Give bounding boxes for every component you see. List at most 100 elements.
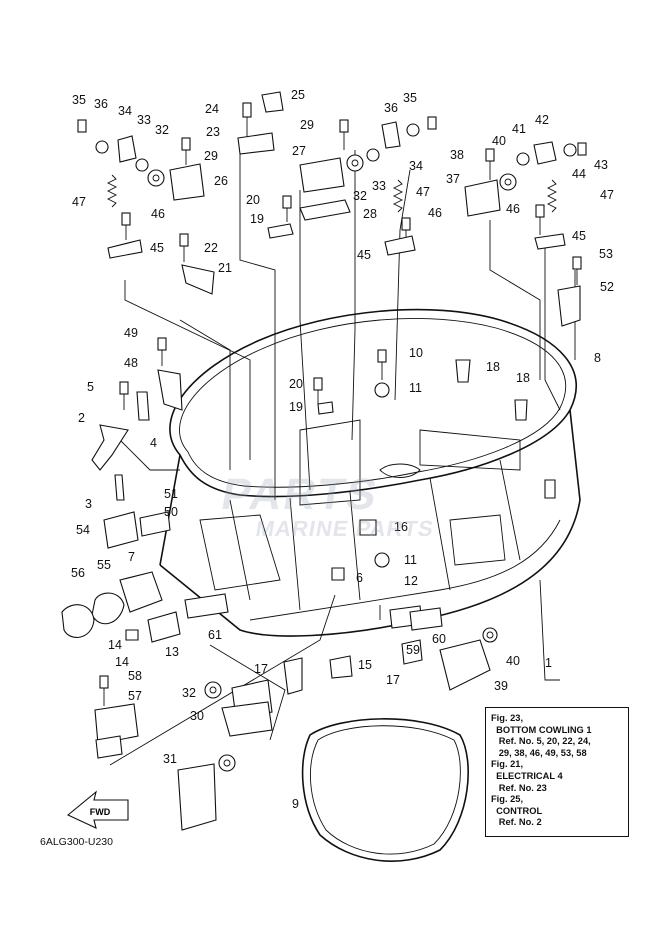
- callout-32a: 32: [155, 123, 169, 137]
- callout-labels: 1 2 3 4 5 6 7 8 9 10 11 11 12 13 14 14 1…: [71, 88, 614, 811]
- fwd-label: FWD: [90, 807, 111, 817]
- note-line: 29, 38, 46, 49, 53, 58: [491, 747, 587, 758]
- callout-31: 31: [163, 752, 177, 766]
- callout-51: 51: [164, 487, 178, 501]
- callout-45c: 45: [572, 229, 586, 243]
- callout-54: 54: [76, 523, 90, 537]
- callout-37: 37: [446, 172, 460, 186]
- callout-50: 50: [164, 505, 178, 519]
- callout-55: 55: [97, 558, 111, 572]
- callout-24: 24: [205, 102, 219, 116]
- callout-34b: 34: [409, 159, 423, 173]
- callout-40b: 40: [506, 654, 520, 668]
- callout-56: 56: [71, 566, 85, 580]
- callout-38: 38: [450, 148, 464, 162]
- callout-7: 7: [128, 550, 135, 564]
- callout-1: 1: [545, 656, 552, 670]
- callout-52: 52: [600, 280, 614, 294]
- washer-parts: [95, 123, 577, 172]
- bottom-cowling: [159, 308, 581, 637]
- callout-19b: 19: [289, 400, 303, 414]
- callout-20b: 20: [289, 377, 303, 391]
- callout-53: 53: [599, 247, 613, 261]
- callout-28: 28: [363, 207, 377, 221]
- callout-25: 25: [291, 88, 305, 102]
- callout-35a: 35: [72, 93, 86, 107]
- note-line: Fig. 25,: [491, 794, 524, 805]
- callout-17b: 17: [386, 673, 400, 687]
- callout-12: 12: [404, 574, 418, 588]
- callout-18b: 18: [516, 371, 530, 385]
- callout-45b: 45: [357, 248, 371, 262]
- callout-32c: 32: [182, 686, 196, 700]
- callout-5: 5: [87, 380, 94, 394]
- callout-33b: 33: [372, 179, 386, 193]
- callout-60: 60: [432, 632, 446, 646]
- callout-18a: 18: [486, 360, 500, 374]
- callout-9: 9: [292, 797, 299, 811]
- callout-16: 16: [394, 520, 408, 534]
- callout-11a: 11: [409, 381, 422, 395]
- callout-36b: 36: [384, 101, 398, 115]
- callout-32b: 32: [353, 189, 367, 203]
- note-line: BOTTOM COWLING 1: [491, 724, 592, 735]
- callout-39: 39: [494, 679, 508, 693]
- callout-45a: 45: [150, 241, 164, 255]
- note-line: ELECTRICAL 4: [491, 770, 563, 781]
- callout-3: 3: [85, 497, 92, 511]
- callout-48: 48: [124, 356, 138, 370]
- callout-46c: 46: [506, 202, 520, 216]
- callout-29a: 29: [204, 149, 218, 163]
- small-parts: [61, 91, 587, 831]
- note-line: Ref. No. 5, 20, 22, 24,: [491, 736, 591, 747]
- callout-26: 26: [214, 174, 228, 188]
- reference-note-box: Fig. 23, BOTTOM COWLING 1 Ref. No. 5, 20…: [485, 707, 629, 837]
- note-line: Fig. 23,: [491, 713, 524, 723]
- callout-2: 2: [78, 411, 85, 425]
- bolt-parts: [77, 102, 587, 706]
- callout-29b: 29: [300, 118, 314, 132]
- callout-47a: 47: [72, 195, 86, 209]
- callout-30: 30: [190, 709, 204, 723]
- callout-21: 21: [218, 261, 232, 275]
- callout-20a: 20: [246, 193, 260, 207]
- callout-22: 22: [204, 241, 218, 255]
- callout-15: 15: [358, 658, 372, 672]
- callout-6: 6: [356, 571, 363, 585]
- note-line: Fig. 21,: [491, 759, 524, 770]
- callout-44: 44: [572, 167, 586, 181]
- callout-47b: 47: [416, 185, 430, 199]
- callout-49: 49: [124, 326, 138, 340]
- callout-14b: 14: [115, 655, 129, 669]
- callout-33a: 33: [137, 113, 151, 127]
- callout-34a: 34: [118, 104, 132, 118]
- callout-43: 43: [594, 158, 608, 172]
- callout-8: 8: [594, 351, 601, 365]
- callout-46b: 46: [428, 206, 442, 220]
- note-line: CONTROL: [491, 805, 543, 816]
- callout-61: 61: [208, 628, 222, 642]
- callout-47c: 47: [600, 188, 614, 202]
- callout-11b: 11: [404, 553, 417, 567]
- callout-57: 57: [128, 689, 142, 703]
- callout-17a: 17: [254, 662, 268, 676]
- callout-14a: 14: [108, 638, 122, 652]
- callout-35b: 35: [403, 91, 417, 105]
- callout-59: 59: [406, 643, 420, 657]
- fwd-arrow-icon: FWD: [66, 790, 129, 829]
- callout-4: 4: [150, 436, 157, 450]
- leader-lines: [109, 150, 576, 766]
- callout-41: 41: [512, 122, 526, 136]
- callout-42: 42: [535, 113, 549, 127]
- spring-parts: [106, 174, 558, 213]
- callout-10: 10: [409, 346, 423, 360]
- callout-19a: 19: [250, 212, 264, 226]
- grommet-parts: [147, 154, 517, 772]
- bracket-parts: [61, 91, 581, 831]
- callout-36a: 36: [94, 97, 108, 111]
- note-line: Ref. No. 2: [491, 817, 542, 828]
- callout-40a: 40: [492, 134, 506, 148]
- callout-23: 23: [206, 125, 220, 139]
- callout-27: 27: [292, 144, 306, 158]
- note-line: Ref. No. 23: [491, 782, 547, 793]
